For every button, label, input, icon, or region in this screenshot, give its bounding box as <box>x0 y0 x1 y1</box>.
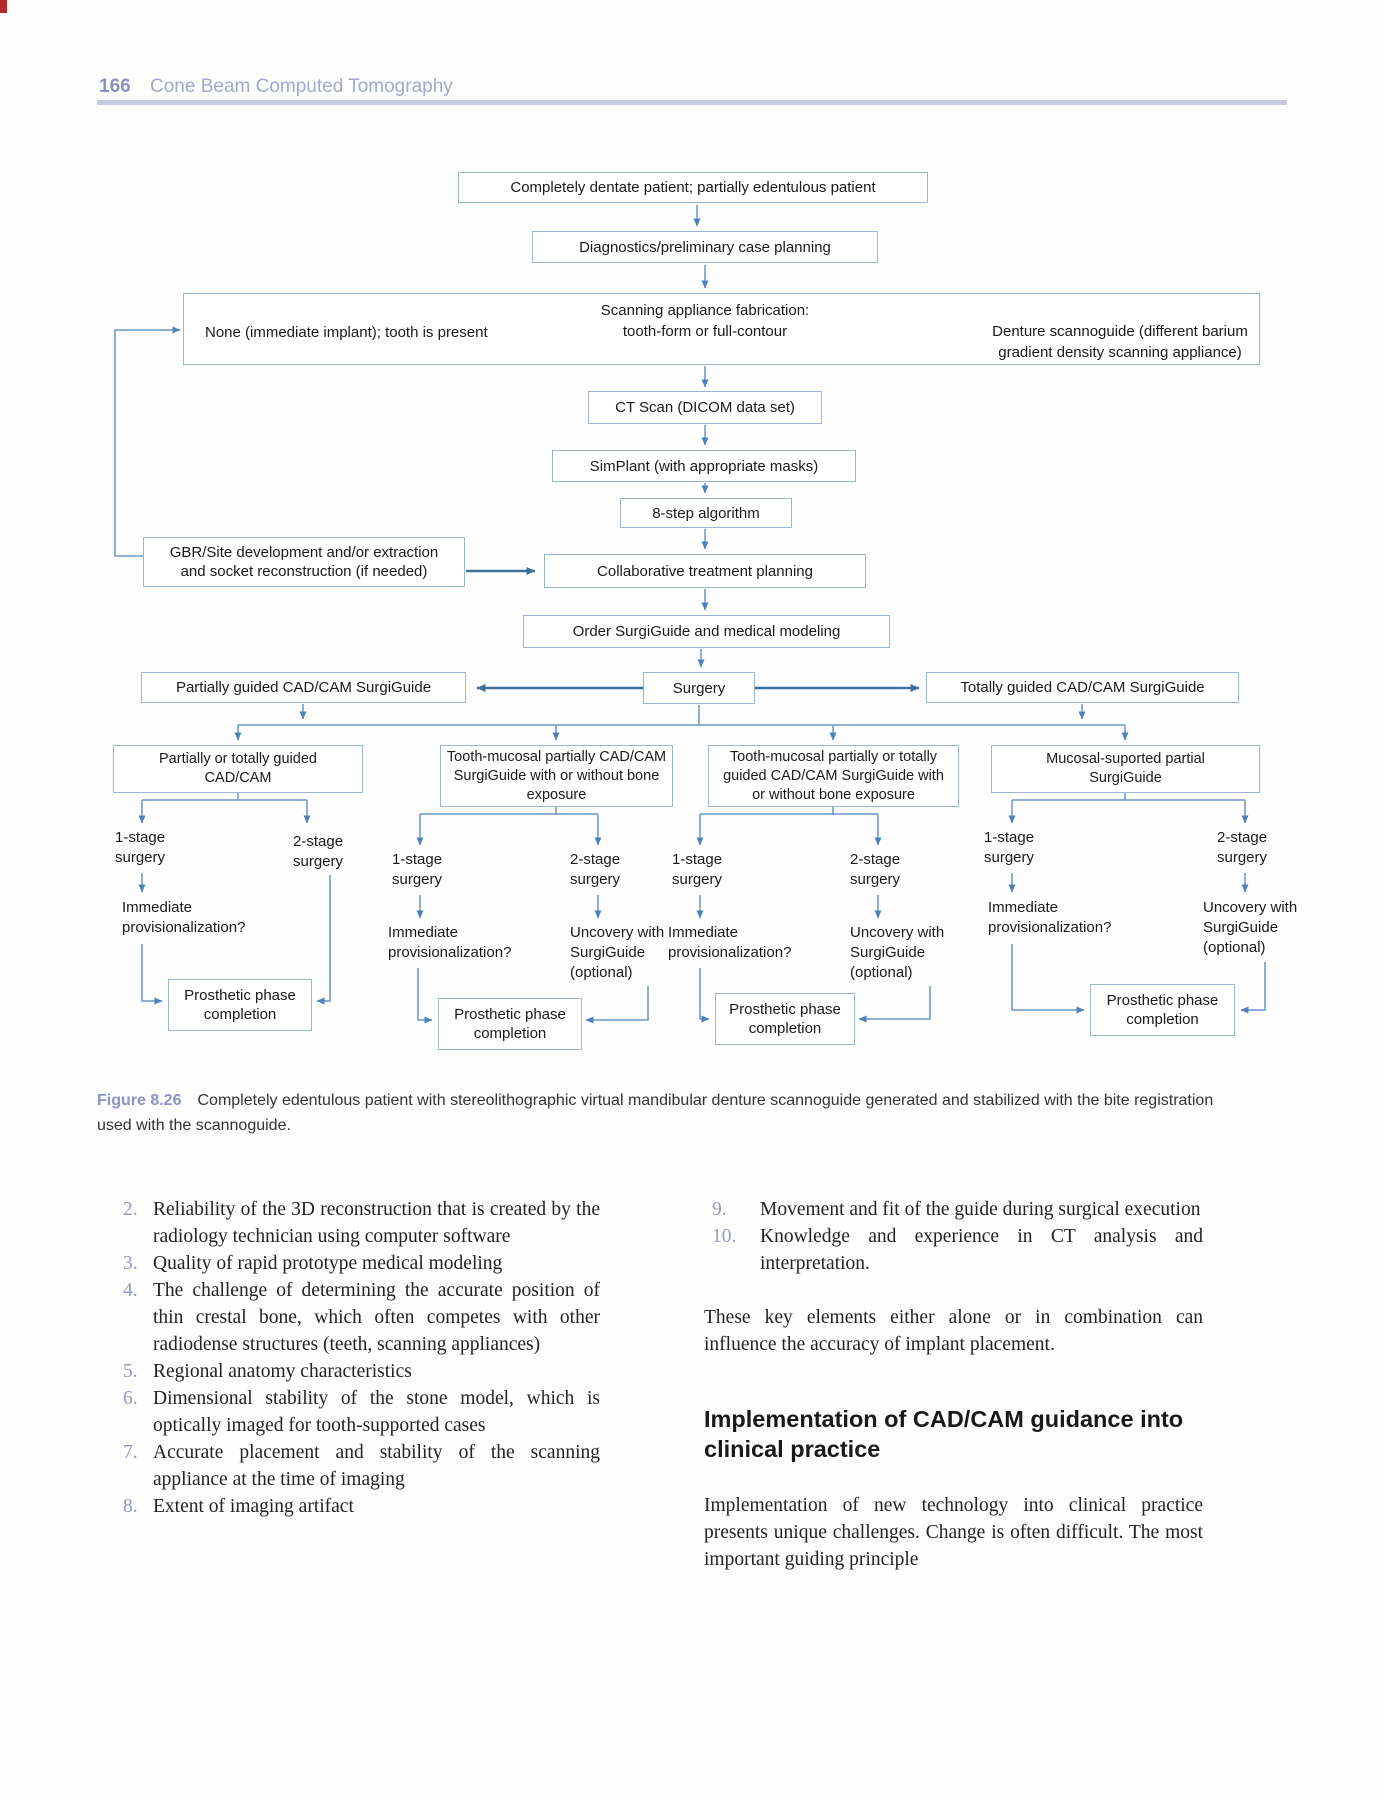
node-8-step-algorithm: 8-step algorithm <box>620 498 792 528</box>
label-2-stage-surgery: 2-stage surgery <box>570 851 621 888</box>
list-number: 3. <box>123 1253 138 1274</box>
node-prosthetic-completion: Prosthetic phase completion <box>168 979 312 1031</box>
list-item: 9. Movement and fit of the guide during s… <box>712 1196 1203 1223</box>
label-2-stage-surgery: 2-stage surgery <box>293 833 344 870</box>
list-number: 9. <box>712 1199 727 1220</box>
node-completely-dentate: Completely dentate patient; partially ed… <box>458 172 928 203</box>
list-text: The challenge of determining the accurat… <box>153 1280 600 1355</box>
list-text: Quality of rapid prototype medical model… <box>153 1253 503 1274</box>
node-prosthetic-completion: Prosthetic phase completion <box>715 993 855 1045</box>
list-item: 4. The challenge of determining the accur… <box>123 1277 600 1358</box>
numbered-list-right: 9. Movement and fit of the guide during s… <box>704 1196 1203 1277</box>
node-partially-guided: Partially guided CAD/CAM SurgiGuide <box>141 672 466 703</box>
node-simplant: SimPlant (with appropriate masks) <box>552 450 856 482</box>
node-branch-tooth-mucosal-partially-totally: Tooth-mucosal partially or totally guide… <box>708 745 959 807</box>
list-number: 10. <box>712 1226 737 1247</box>
list-text: Dimensional stability of the stone model… <box>153 1388 600 1436</box>
list-text: Accurate placement and stability of the … <box>153 1442 600 1490</box>
list-number: 2. <box>123 1199 138 1220</box>
header-rule <box>97 100 1287 105</box>
node-gbr-site-development: GBR/Site development and/or extraction a… <box>143 537 465 587</box>
list-item: 7. Accurate placement and stability of th… <box>123 1439 600 1493</box>
chapter-title: Cone Beam Computed Tomography <box>150 76 453 97</box>
label-1-stage-surgery: 1-stage surgery <box>115 829 166 866</box>
label-immediate-provisionalization: Immediate provisionalization? <box>988 899 1112 936</box>
list-number: 5. <box>123 1361 138 1382</box>
label-2-stage-surgery: 2-stage surgery <box>850 851 901 888</box>
node-branch-tooth-mucosal-partially: Tooth-mucosal partially CAD/CAM SurgiGui… <box>440 745 673 807</box>
left-column: 2. Reliability of the 3D reconstruction t… <box>97 1196 600 1573</box>
section-heading: Implementation of CAD/CAM guidance into … <box>704 1406 1184 1462</box>
figure-caption-text: Completely edentulous patient with stere… <box>97 1092 1214 1134</box>
node-order-surgiguide: Order SurgiGuide and medical modeling <box>523 615 890 648</box>
list-item: 3. Quality of rapid prototype medical mod… <box>123 1250 600 1277</box>
list-text: Movement and fit of the guide during sur… <box>760 1199 1201 1220</box>
label-denture-scannoguide: Denture scannoguide (different barium gr… <box>992 323 1248 361</box>
label-none-immediate-implant: None (immediate implant); tooth is prese… <box>205 324 488 341</box>
scan-registration-mark <box>0 0 7 13</box>
list-item: 10. Knowledge and experience in CT analys… <box>712 1223 1203 1277</box>
label-uncovery-surgiguide: Uncovery with SurgiGuide (optional) <box>1203 899 1298 956</box>
list-number: 4. <box>123 1280 138 1301</box>
node-branch-partially-totally-cadcam: Partially or totally guided CAD/CAM <box>113 745 363 793</box>
node-totally-guided: Totally guided CAD/CAM SurgiGuide <box>926 672 1239 703</box>
node-prosthetic-completion: Prosthetic phase completion <box>1090 984 1235 1036</box>
label-immediate-provisionalization: Immediate provisionalization? <box>122 899 246 936</box>
node-branch-mucosal-supported: Mucosal-suported partial SurgiGuide <box>991 745 1260 793</box>
list-item: 8. Extent of imaging artifact <box>123 1493 600 1520</box>
list-number: 6. <box>123 1388 138 1409</box>
node-diagnostics: Diagnostics/preliminary case planning <box>532 231 878 263</box>
node-ct-scan: CT Scan (DICOM data set) <box>588 391 822 424</box>
label-immediate-provisionalization: Immediate provisionalization? <box>668 924 792 961</box>
paragraph-key-elements: These key elements either alone or in co… <box>704 1307 1203 1355</box>
node-surgery: Surgery <box>643 672 755 704</box>
figure-label: Figure 8.26 <box>97 1092 182 1109</box>
label-2-stage-surgery: 2-stage surgery <box>1217 829 1268 866</box>
node-prosthetic-completion: Prosthetic phase completion <box>438 998 582 1050</box>
node-collaborative-planning: Collaborative treatment planning <box>544 554 866 588</box>
label-scanning-fabrication: Scanning appliance fabrication: tooth-fo… <box>600 302 810 340</box>
paragraph-implementation: Implementation of new technology into cl… <box>704 1495 1203 1570</box>
label-1-stage-surgery: 1-stage surgery <box>984 829 1035 866</box>
node-scanning-appliance-group <box>183 293 1260 365</box>
list-text: Extent of imaging artifact <box>153 1496 354 1517</box>
label-immediate-provisionalization: Immediate provisionalization? <box>388 924 512 961</box>
list-text: Knowledge and experience in CT analysis … <box>760 1226 1203 1274</box>
numbered-list-left: 2. Reliability of the 3D reconstruction t… <box>97 1196 600 1520</box>
list-text: Regional anatomy characteristics <box>153 1361 412 1382</box>
page-number: 166 <box>99 76 131 97</box>
list-number: 8. <box>123 1496 138 1517</box>
list-number: 7. <box>123 1442 138 1463</box>
right-column: 9. Movement and fit of the guide during s… <box>704 1196 1203 1573</box>
list-item: 6. Dimensional stability of the stone mod… <box>123 1385 600 1439</box>
label-1-stage-surgery: 1-stage surgery <box>672 851 723 888</box>
label-uncovery-surgiguide: Uncovery with SurgiGuide (optional) <box>850 924 945 981</box>
list-text: Reliability of the 3D reconstruction tha… <box>153 1199 600 1247</box>
body-text: 2. Reliability of the 3D reconstruction t… <box>97 1196 1203 1573</box>
list-item: 2. Reliability of the 3D reconstruction t… <box>123 1196 600 1250</box>
label-1-stage-surgery: 1-stage surgery <box>392 851 443 888</box>
label-uncovery-surgiguide: Uncovery with SurgiGuide (optional) <box>570 924 665 981</box>
list-item: 5. Regional anatomy characteristics <box>123 1358 600 1385</box>
